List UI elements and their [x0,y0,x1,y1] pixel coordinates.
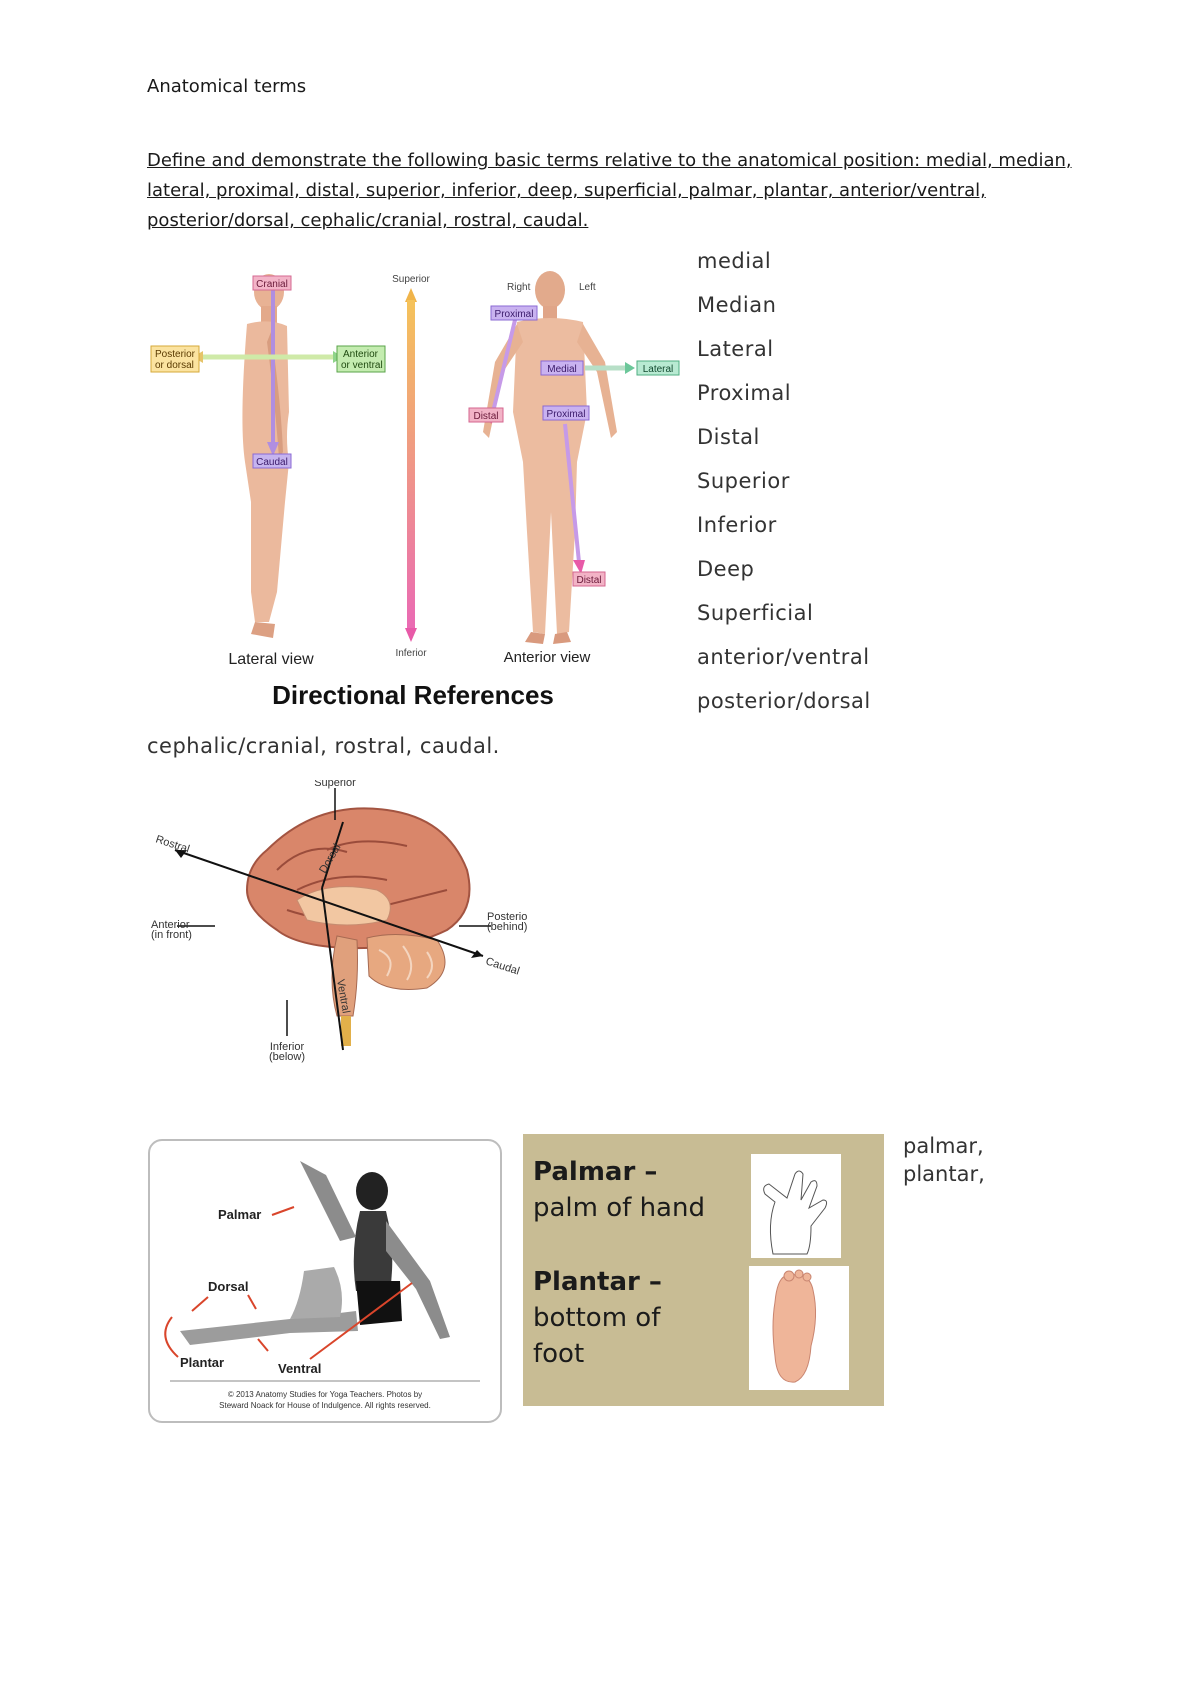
posterior-label: Posterior [155,349,196,360]
palmar-plantar-text: palmar, plantar, [903,1132,1043,1188]
term-item: Superficial [697,598,871,642]
yoga-pose-figure: Palmar Dorsal Plantar Ventral © 2013 Ana… [150,1141,500,1421]
lateral-arrowhead [625,362,635,374]
proximal-label-arm: Proximal [495,309,534,320]
distal-label-leg: Distal [576,575,601,586]
anterior-view-caption: Anterior view [504,649,591,666]
yoga-figure [180,1161,450,1345]
posterior-label-2: or dorsal [155,360,194,371]
copyright-line-1: © 2013 Anatomy Studies for Yoga Teachers… [228,1390,422,1399]
plantar-label: Plantar [180,1355,224,1370]
term-item: medial [697,246,871,290]
term-item: anterior/ventral [697,642,871,686]
yoga-pose-card: Palmar Dorsal Plantar Ventral © 2013 Ana… [148,1139,502,1423]
palmar-heading: Palmar – [533,1154,657,1190]
inferior-label: Inferior [395,648,427,659]
left-label: Left [579,282,596,293]
plantar-definition-1: bottom of [533,1300,660,1336]
anterior-label-2: (in front) [151,929,192,941]
palmar-definition: palm of hand [533,1190,705,1226]
term-item: Median [697,290,871,334]
proximal-label-leg: Proximal [547,409,586,420]
anterior-label-2: or ventral [341,360,383,371]
ventral-label: Ventral [278,1361,321,1376]
term-item: Inferior [697,510,871,554]
dorsal-label: Dorsal [208,1279,248,1294]
rostral-label: Rostral [154,833,191,855]
page-heading: Anatomical terms [147,76,306,97]
plantar-definition-2: foot [533,1336,584,1372]
term-item: Superior [697,466,871,510]
palmar-plantar-panel: Palmar – palm of hand Plantar – bottom o… [523,1134,884,1406]
figure-title: Directional References [272,680,554,710]
copyright-line-2: Steward Noack for House of Indulgence. A… [219,1401,431,1410]
directional-references-figure: Cranial Caudal Posterior or dorsal Anter… [147,262,687,712]
right-label: Right [507,282,531,293]
dorsal-arrows [192,1295,256,1311]
superior-arrowhead [405,288,417,302]
plantar-heading: Plantar – [533,1264,662,1300]
term-item: Distal [697,422,871,466]
superior-inferior-arrow [407,300,415,630]
foot-sole-illustration [749,1266,849,1390]
distal-label-arm: Distal [473,411,498,422]
lateral-label: Lateral [643,364,674,375]
posterior-label-2: (behind) [487,921,527,933]
brain-illustration [247,808,470,1046]
lateral-view-caption: Lateral view [228,651,314,668]
plantar-word: Plantar – [533,1267,662,1297]
inferior-label-2: (below) [269,1051,305,1063]
superior-label: Superior [314,780,356,789]
term-list: medial Median Lateral Proximal Distal Su… [697,246,871,730]
superior-label: Superior [392,274,430,285]
anterior-label: Anterior [343,349,379,360]
caudal-arrowhead [471,950,483,958]
caudal-label: Caudal [484,955,521,977]
term-item: Deep [697,554,871,598]
superior-label-1: Superior [314,780,356,789]
term-item: Lateral [697,334,871,378]
head-terms: cephalic/cranial, rostral, caudal. [147,734,500,758]
palmar-word: Palmar – [533,1157,657,1187]
inferior-arrowhead [405,628,417,642]
term-item: posterior/dorsal [697,686,871,730]
palmar-label: Palmar [218,1207,261,1222]
caudal-label: Caudal [256,457,288,468]
plantar-arrow [165,1317,178,1357]
medial-label: Medial [547,364,576,375]
brain-directions-figure: Rostral Caudal Dorsal Ventral Superior I… [147,780,527,1090]
cranial-label: Cranial [256,279,288,290]
palm-illustration [751,1154,841,1258]
anterior-view-body: Right Left [483,271,617,644]
palmar-arrow [272,1207,294,1215]
instructions: Define and demonstrate the following bas… [147,146,1087,236]
term-item: Proximal [697,378,871,422]
